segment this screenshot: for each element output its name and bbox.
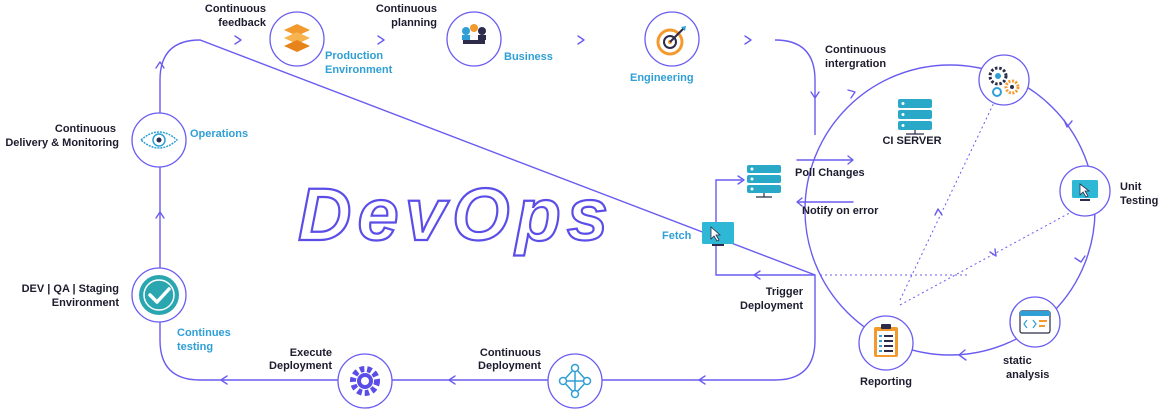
network-nodes-icon: [558, 363, 592, 399]
static-analysis-label-1: static: [1003, 355, 1032, 367]
arrow-trigger: [753, 270, 761, 280]
execute-deployment-label-2: Deployment: [269, 360, 332, 372]
arrow-top-3: [577, 35, 585, 45]
ci-server-label: CI SERVER: [882, 135, 941, 147]
production-label-2: Environment: [325, 64, 393, 76]
notify-arrow: [796, 197, 854, 207]
arrow-ci-3: [1074, 255, 1086, 263]
production-node[interactable]: [269, 11, 325, 67]
arrow-bottom-3: [220, 375, 228, 385]
continues-testing-label-2: testing: [177, 341, 213, 353]
fetch-label: Fetch: [662, 230, 692, 242]
business-node[interactable]: [446, 11, 502, 67]
arrow-top-2: [377, 35, 385, 45]
testing-node[interactable]: [131, 267, 187, 323]
outer-loop-path: [159, 39, 816, 381]
trigger-deployment-label-2: Deployment: [740, 300, 803, 312]
static-analysis-label-2: analysis: [1006, 369, 1049, 381]
target-icon: [656, 26, 686, 56]
engineering-label: Engineering: [630, 72, 694, 84]
continuous-planning-label-2: planning: [391, 17, 437, 29]
continuous-integration-label-2: intergration: [825, 58, 886, 70]
eye-icon: [139, 131, 179, 149]
continuous-integration-label-1: Continuous: [825, 44, 886, 56]
notify-on-error-label: Notify on error: [802, 205, 879, 217]
continues-testing-label-1: Continues: [177, 327, 231, 339]
monitor-cursor-icon: [1072, 180, 1098, 201]
arrow-left-up-1: [155, 61, 165, 69]
arrow-bottom-1: [698, 375, 706, 385]
continuous-delivery-label-2: Delivery & Monitoring: [5, 137, 119, 149]
deployment-node[interactable]: [547, 353, 603, 409]
poll-changes-label: Poll Changes: [795, 167, 865, 179]
engineering-node[interactable]: [644, 11, 700, 67]
continuous-feedback-label-1: Continuous: [205, 3, 266, 15]
continuous-feedback-label-2: feedback: [218, 17, 267, 29]
continuous-planning-label-1: Continuous: [376, 3, 437, 15]
dev-qa-staging-label-2: Environment: [52, 297, 120, 309]
arrow-dot-2: [934, 208, 943, 216]
fetch-monitor-icon[interactable]: [702, 222, 734, 246]
dotted-link-3: [899, 89, 1001, 301]
continuous-deployment-label-2: Deployment: [478, 360, 541, 372]
execute-node[interactable]: [337, 353, 393, 409]
dotted-link-2: [899, 209, 1076, 306]
arrow-right-down: [810, 91, 820, 99]
reporting-label: Reporting: [860, 376, 912, 388]
arrow-top-4: [744, 35, 752, 45]
ci-cog-node[interactable]: [978, 54, 1030, 106]
gears-icon: [988, 66, 1020, 97]
code-window-icon: [1019, 310, 1051, 334]
stacked-layers-icon: [284, 24, 310, 52]
arrow-ci-1: [847, 89, 856, 99]
arrow-ci-4: [958, 349, 967, 361]
operations-label: Operations: [190, 128, 248, 140]
arrow-ci-2: [1063, 119, 1073, 128]
production-label-1: Production: [325, 50, 383, 62]
arrow-bottom-2: [448, 375, 456, 385]
gear-icon: [350, 366, 380, 396]
arrow-dot-1: [989, 248, 997, 257]
server-icon: [747, 165, 781, 198]
arrow-left-up-2: [155, 211, 165, 219]
unit-testing-node[interactable]: [1059, 165, 1111, 217]
arrow-fetch-up: [737, 175, 745, 185]
team-meeting-icon: [462, 24, 486, 44]
clipboard-icon: [874, 324, 898, 357]
continuous-deployment-label-1: Continuous: [480, 347, 541, 359]
operations-node[interactable]: [131, 112, 187, 168]
devops-title: DevOps: [298, 173, 608, 256]
unit-testing-label-2: Testing: [1120, 195, 1158, 207]
dev-qa-staging-label-1: DEV | QA | Staging: [22, 283, 119, 295]
arrow-top-1: [234, 35, 242, 45]
trigger-deployment-label-1: Trigger: [766, 286, 804, 298]
execute-deployment-label-1: Execute: [290, 347, 332, 359]
unit-testing-label-1: Unit: [1120, 181, 1142, 193]
business-label: Business: [504, 51, 553, 63]
static-analysis-node[interactable]: [1009, 296, 1061, 348]
reporting-node[interactable]: [858, 315, 914, 371]
continuous-delivery-label-1: Continuous: [55, 123, 116, 135]
poll-arrow: [796, 155, 854, 165]
server-icon: [898, 99, 932, 135]
checkmark-icon: [139, 275, 179, 315]
